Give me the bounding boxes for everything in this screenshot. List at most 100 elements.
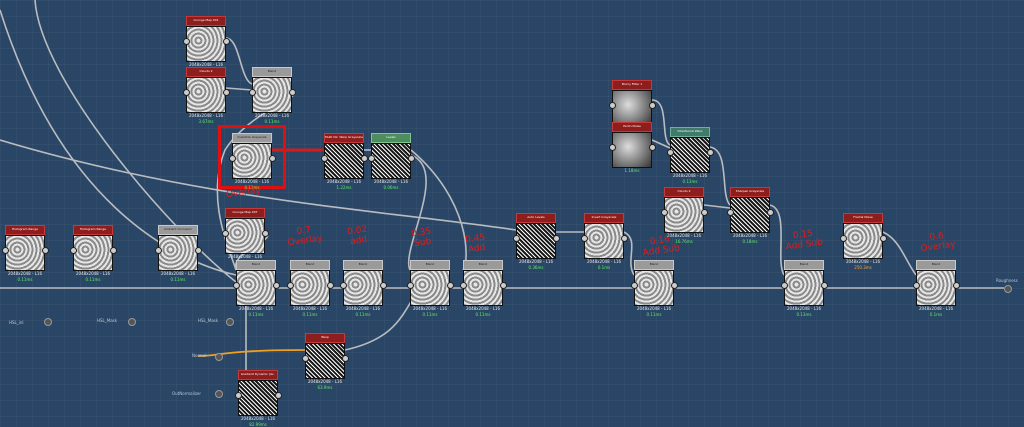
input-port[interactable]	[222, 230, 229, 237]
input-port[interactable]	[609, 144, 616, 151]
node-thumbnail	[463, 270, 503, 306]
output-port[interactable]	[953, 282, 960, 289]
input-port[interactable]	[667, 149, 674, 156]
input-port[interactable]	[368, 155, 375, 162]
output-port[interactable]	[649, 144, 656, 151]
input-port[interactable]	[183, 38, 190, 45]
input-port[interactable]	[581, 235, 588, 242]
input-port[interactable]	[609, 102, 616, 109]
input-port[interactable]	[460, 282, 467, 289]
input-port[interactable]	[513, 235, 520, 242]
node-thumbnail	[516, 223, 556, 259]
node-thumbnail	[584, 223, 624, 259]
node-thumbnail	[843, 223, 883, 259]
output-port[interactable]	[195, 247, 202, 254]
output-port[interactable]	[42, 247, 49, 254]
node-title: Grunge Map 007	[225, 208, 265, 218]
input-port[interactable]	[2, 247, 9, 254]
input-port[interactable]	[249, 89, 256, 96]
output-port[interactable]	[223, 38, 230, 45]
input-port[interactable]	[70, 247, 77, 254]
input-port[interactable]	[631, 282, 638, 289]
input-port[interactable]	[302, 355, 309, 362]
io-label: OutNormalizer	[172, 391, 202, 396]
output-port[interactable]	[671, 282, 678, 289]
input-connector-hsl-mask-2[interactable]	[226, 318, 234, 326]
input-port[interactable]	[661, 209, 668, 216]
input-port[interactable]	[321, 155, 328, 162]
output-port[interactable]	[408, 155, 415, 162]
input-port[interactable]	[155, 247, 162, 254]
input-connector-normal[interactable]	[215, 353, 223, 361]
input-port[interactable]	[235, 392, 242, 399]
input-port[interactable]	[727, 209, 734, 216]
output-port[interactable]	[707, 149, 714, 156]
input-port[interactable]	[183, 89, 190, 96]
output-port[interactable]	[880, 235, 887, 242]
input-connector-hsl-mask[interactable]	[128, 318, 136, 326]
output-port[interactable]	[275, 392, 282, 399]
input-port[interactable]	[233, 282, 240, 289]
input-port[interactable]	[287, 282, 294, 289]
output-port[interactable]	[289, 89, 296, 96]
output-port[interactable]	[821, 282, 828, 289]
input-port[interactable]	[407, 282, 414, 289]
graph-node[interactable]: Blurry Filter 1	[609, 80, 656, 126]
input-port[interactable]	[840, 235, 847, 242]
input-connector-hsl[interactable]	[44, 318, 52, 326]
output-port[interactable]	[361, 155, 368, 162]
output-port[interactable]	[553, 235, 560, 242]
output-port[interactable]	[447, 282, 454, 289]
input-port[interactable]	[229, 155, 236, 162]
node-title: Auto Levels	[516, 213, 556, 223]
output-port[interactable]	[262, 230, 269, 237]
output-port[interactable]	[649, 102, 656, 109]
output-port[interactable]	[223, 89, 230, 96]
output-port[interactable]	[500, 282, 507, 289]
input-port[interactable]	[340, 282, 347, 289]
output-port[interactable]	[701, 209, 708, 216]
node-timing: 0.11ms	[475, 312, 491, 317]
node-timing: 0.11ms	[264, 119, 280, 124]
output-port[interactable]	[342, 355, 349, 362]
output-connector[interactable]	[1004, 285, 1012, 293]
output-port[interactable]	[380, 282, 387, 289]
input-port[interactable]	[913, 282, 920, 289]
output-port[interactable]	[273, 282, 280, 289]
output-port[interactable]	[269, 155, 276, 162]
node-timing: 250.3ms	[854, 265, 872, 270]
output-port[interactable]	[621, 235, 628, 242]
input-port[interactable]	[781, 282, 788, 289]
input-connector-outnormalizer[interactable]	[215, 390, 223, 398]
output-port[interactable]	[327, 282, 334, 289]
output-port[interactable]	[110, 247, 117, 254]
output-port[interactable]	[767, 209, 774, 216]
